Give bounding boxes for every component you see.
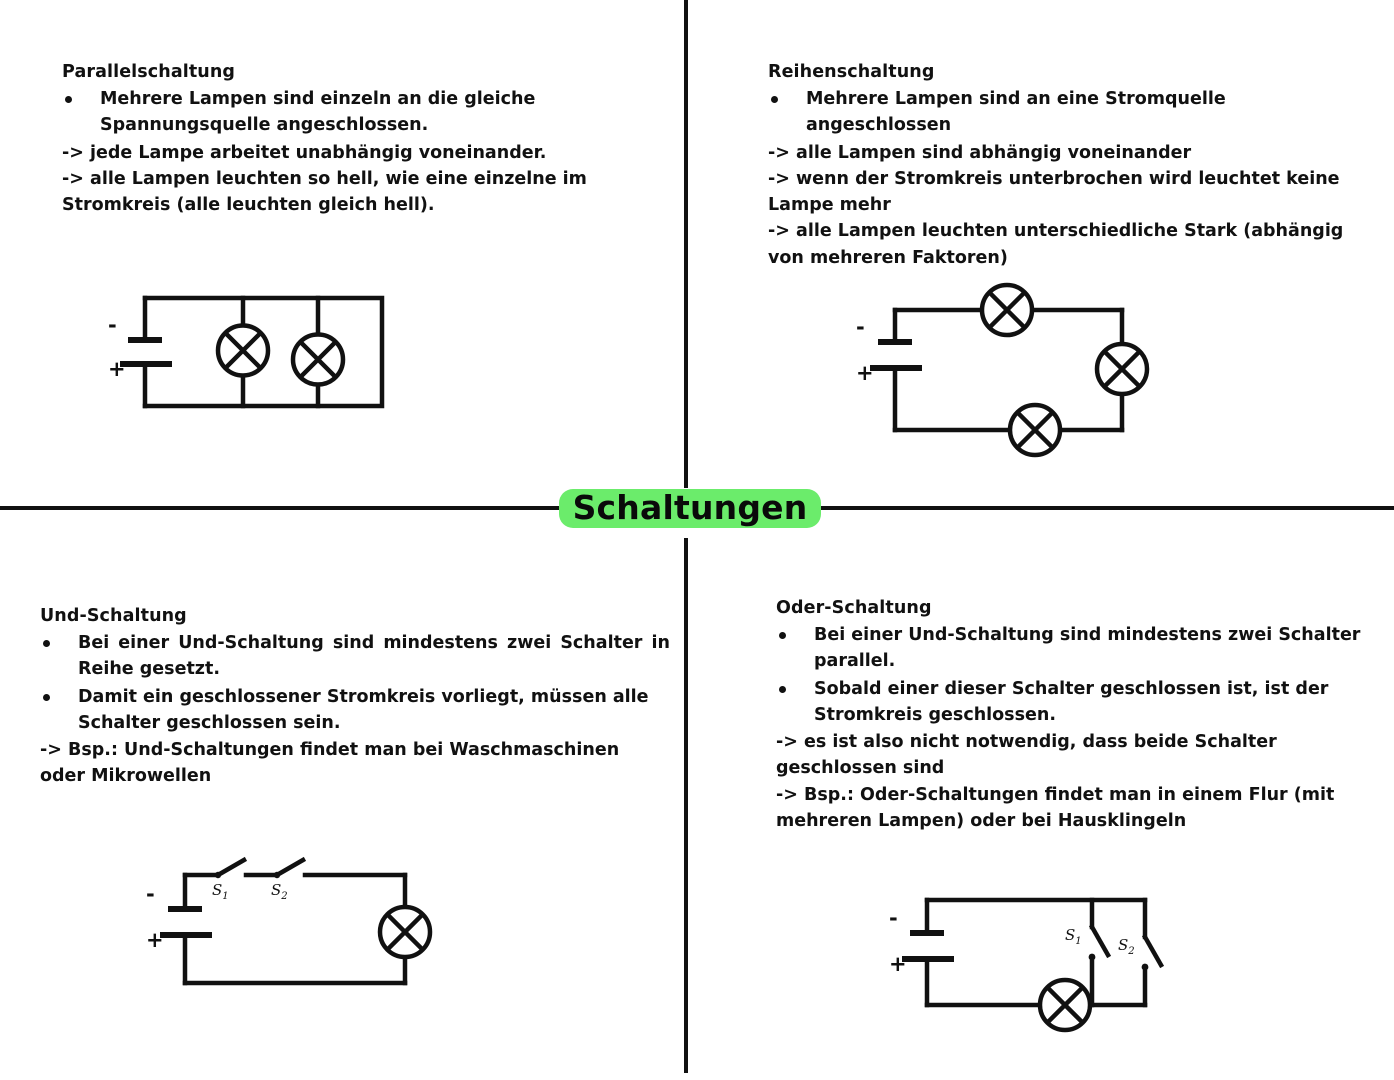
horizontal-divider-right xyxy=(810,506,1394,510)
lamp-icon xyxy=(290,332,346,387)
bullet-list-reihenschaltung: Mehrere Lampen sind an eine Stromquelle … xyxy=(768,86,1368,139)
lamp-icon xyxy=(1037,977,1093,1033)
bullet-dot-icon xyxy=(43,640,50,647)
bullet-list-oder-schaltung: Bei einer Und-Schaltung sind mindestens … xyxy=(776,622,1376,728)
and-circuit-diagram: - + S1 S2 xyxy=(146,855,460,1005)
battery-minus-label: - xyxy=(856,315,865,339)
arrow-note: -> wenn der Stromkreis unterbrochen wird… xyxy=(768,168,1340,215)
or-circuit-diagram: - + S1 S2 xyxy=(889,885,1195,1033)
horizontal-divider-left xyxy=(0,506,572,510)
list-item: Damit ein geschlossener Stromkreis vorli… xyxy=(40,684,670,737)
battery-plus-label: + xyxy=(108,357,126,381)
battery-minus-label: - xyxy=(108,313,117,337)
switch-s2-icon[interactable] xyxy=(1141,933,1165,971)
lamp-icon xyxy=(215,323,271,378)
bullet-dot-icon xyxy=(65,96,72,103)
vertical-divider-bottom xyxy=(684,538,688,1073)
list-item-text: Mehrere Lampen sind an eine Stromquelle … xyxy=(806,89,1226,136)
list-item-text: Sobald einer dieser Schalter geschlossen… xyxy=(814,678,1329,725)
switch-s2-label: S2 xyxy=(271,881,288,902)
battery-minus-label: - xyxy=(146,882,155,906)
battery-plus-label: + xyxy=(146,928,164,952)
series-circuit-diagram: - + xyxy=(850,272,1190,458)
section-reihenschaltung: Reihenschaltung Mehrere Lampen sind an e… xyxy=(768,62,1368,271)
vertical-divider-top xyxy=(684,0,688,488)
bullet-dot-icon xyxy=(779,632,786,639)
list-item-text: Mehrere Lampen sind einzeln an die gleic… xyxy=(100,89,536,136)
heading-und-schaltung: Und-Schaltung xyxy=(40,606,187,626)
list-item-text: Bei einer Und-Schaltung sind mindestens … xyxy=(814,625,1361,672)
heading-parallelschaltung: Parallelschaltung xyxy=(62,62,236,82)
battery-plus-label: + xyxy=(856,361,874,385)
list-item: Bei einer Und-Schaltung sind mindestens … xyxy=(40,630,670,683)
switch-s2-label: S2 xyxy=(1118,936,1135,957)
bullet-dot-icon xyxy=(43,693,50,701)
heading-oder-schaltung: Oder-Schaltung xyxy=(776,598,932,618)
arrow-note: -> es ist also nicht notwendig, dass bei… xyxy=(776,732,1277,779)
page-title: Schaltungen xyxy=(558,485,822,531)
bullet-list-und-schaltung: Bei einer Und-Schaltung sind mindestens … xyxy=(40,630,670,736)
switch-s1-label: S1 xyxy=(1065,926,1082,947)
title-highlight: Schaltungen xyxy=(558,487,822,528)
list-item: Bei einer Und-Schaltung sind mindestens … xyxy=(776,622,1376,675)
section-oder-schaltung: Oder-Schaltung Bei einer Und-Schaltung s… xyxy=(776,598,1376,834)
switch-s1-label: S1 xyxy=(212,881,229,902)
lamp-icon xyxy=(979,282,1035,338)
arrow-note: -> alle Lampen leuchten so hell, wie ein… xyxy=(62,168,587,215)
switch-s2-icon[interactable] xyxy=(273,856,307,879)
battery-plus-label: + xyxy=(889,952,907,976)
title-text: Schaltungen xyxy=(572,487,808,527)
list-item-text: Bei einer Und-Schaltung sind mindestens … xyxy=(78,633,670,680)
arrow-note: -> alle Lampen sind abhängig voneinander xyxy=(768,142,1192,163)
lamp-icon xyxy=(1007,402,1063,458)
arrow-note: -> Bsp.: Oder-Schaltungen findet man in … xyxy=(776,784,1335,831)
section-parallelschaltung: Parallelschaltung Mehrere Lampen sind ei… xyxy=(62,62,622,218)
list-item: Mehrere Lampen sind einzeln an die gleic… xyxy=(62,86,622,139)
arrow-note: -> Bsp.: Und-Schaltungen findet man bei … xyxy=(40,740,620,787)
heading-reihenschaltung: Reihenschaltung xyxy=(768,62,935,82)
list-item: Sobald einer dieser Schalter geschlossen… xyxy=(776,676,1376,729)
bullet-dot-icon xyxy=(771,96,778,103)
lamp-icon xyxy=(377,904,433,960)
bullet-dot-icon xyxy=(779,685,786,693)
switch-s1-icon[interactable] xyxy=(214,856,248,879)
list-item: Mehrere Lampen sind an eine Stromquelle … xyxy=(768,86,1368,139)
bullet-list-parallelschaltung: Mehrere Lampen sind einzeln an die gleic… xyxy=(62,86,622,139)
arrow-note: -> alle Lampen leuchten unterschiedliche… xyxy=(768,221,1344,268)
battery-minus-label: - xyxy=(889,906,898,930)
list-item-text: Damit ein geschlossener Stromkreis vorli… xyxy=(78,686,649,733)
arrow-note: -> jede Lampe arbeitet unabhängig vonein… xyxy=(62,142,547,163)
lamp-icon xyxy=(1094,341,1150,397)
switch-s1-icon[interactable] xyxy=(1088,923,1112,961)
parallel-circuit-diagram: - + xyxy=(108,278,410,423)
section-und-schaltung: Und-Schaltung Bei einer Und-Schaltung si… xyxy=(40,606,670,790)
